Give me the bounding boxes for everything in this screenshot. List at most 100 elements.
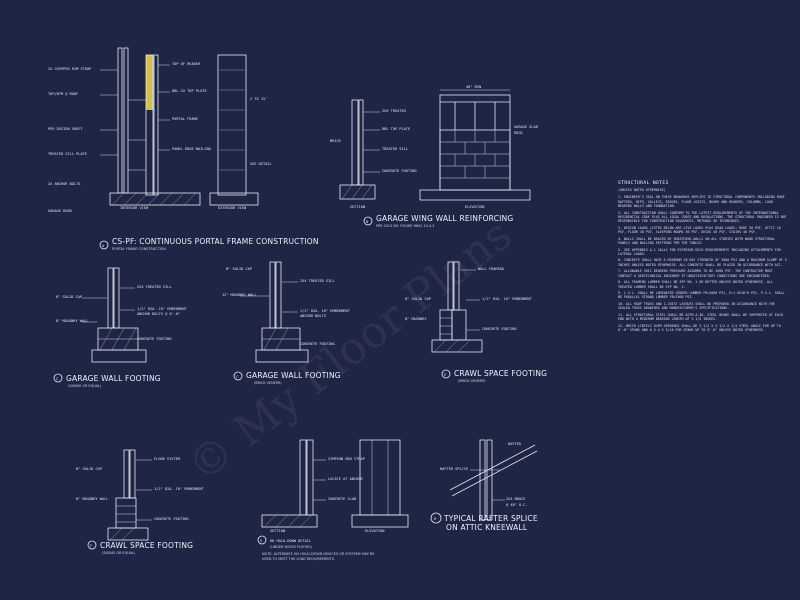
svg-text:CONCRETE FOOTING: CONCRETE FOOTING [300, 342, 335, 346]
svg-text:INTERIOR VIEW: INTERIOR VIEW [120, 206, 149, 210]
note-item: 10. ALL ROOF TRUSS AND I-JOIST LAYOUTS S… [618, 301, 775, 311]
svg-text:SECTION: SECTION [350, 205, 365, 209]
detail-garage-wing-wall: 2X6 TREATED DBL TOP PLATE TREATED SILL C… [330, 85, 538, 228]
svg-text:8" SOLID CAP: 8" SOLID CAP [76, 467, 102, 471]
svg-text:WALL FRAMING: WALL FRAMING [478, 267, 504, 271]
svg-text:TOP OF HEADER: TOP OF HEADER [172, 62, 201, 66]
svg-text:48" MIN: 48" MIN [466, 85, 481, 89]
detail-portal-frame: 2X CHIPPED RIM STRAP TOP/BTM @ ROOF PER … [48, 47, 319, 251]
svg-text:1/2" DIA. 10" EMBEDMENT: 1/2" DIA. 10" EMBEDMENT [300, 309, 351, 313]
svg-text:8" MASONRY: 8" MASONRY [405, 317, 427, 321]
svg-text:2X4 TREATED SILL: 2X4 TREATED SILL [300, 279, 335, 283]
svg-text:EXTERIOR VIEW: EXTERIOR VIEW [218, 206, 247, 210]
svg-text:2X6 TREATED: 2X6 TREATED [382, 109, 406, 113]
title-portal-frame: CS-PF: CONTINUOUS PORTAL FRAME CONSTRUCT… [112, 237, 319, 246]
svg-text:1/2" DIA. 10" EMBEDMENT: 1/2" DIA. 10" EMBEDMENT [482, 297, 533, 301]
watermark-text: © My Floor Plans [178, 209, 521, 493]
svg-text:CONCRETE FOOTING: CONCRETE FOOTING [137, 337, 172, 341]
detail-hold-down: SIMPSON HDU STRAP LOCATE AT ANCHOR CONCR… [257, 439, 409, 561]
note-item: 9. L.V.L. SHALL BE LAMINATED VENEER LUMB… [618, 291, 785, 300]
svg-text:SIMPSON HDU STRAP: SIMPSON HDU STRAP [328, 457, 365, 461]
svg-text:EDGE: EDGE [514, 131, 523, 135]
title-crawl-space-footing-2: CRAWL SPACE FOOTING [100, 541, 193, 550]
svg-text:RAFTER: RAFTER [508, 442, 522, 446]
svg-text:DBL 2X TOP PLATE: DBL 2X TOP PLATE [172, 89, 207, 93]
svg-text:2X4 BRACE: 2X4 BRACE [506, 497, 525, 501]
note-item: 7. ALLOWABLE SOIL BEARING PRESSURE ASSUM… [618, 269, 773, 278]
subtitle-hold-down: (UNDER WOOD FLOORS) [270, 545, 312, 549]
detail-crawl-space-footing-2: FLOOR SYSTEM 1/2" DIA. 10" EMBEDMENT CON… [76, 449, 205, 555]
svg-text:8" MASONRY WALL: 8" MASONRY WALL [56, 319, 88, 323]
detail-rafter-splice: RAFTER RAFTER SPLICE 2X4 BRACE @ 48" O.C… [430, 439, 538, 532]
title-garage-wall-footing-1: GARAGE WALL FOOTING [66, 374, 161, 383]
svg-text:PER DESIGN SHEET: PER DESIGN SHEET [48, 127, 83, 131]
structural-notes: STRUCTURAL NOTES (UNLESS NOTED OTHERWISE… [618, 181, 788, 335]
svg-text:CONCRETE FOOTING: CONCRETE FOOTING [382, 169, 417, 173]
svg-text:E: E [444, 373, 446, 377]
svg-text:ELEVATION: ELEVATION [365, 529, 384, 533]
title-rafter-splice-line1: TYPICAL RAFTER SPLICE [443, 514, 538, 523]
svg-text:G: G [260, 539, 262, 543]
svg-text:8" MASONRY WALL: 8" MASONRY WALL [76, 497, 108, 501]
svg-text:B: B [366, 220, 368, 224]
svg-text:CONCRETE SLAB: CONCRETE SLAB [328, 497, 356, 501]
svg-text:2 TO 15': 2 TO 15' [250, 97, 267, 101]
note-item: 6. CONCRETE SHALL HAVE A MINIMUM 28 DAY … [618, 258, 787, 267]
svg-text:F: F [90, 544, 92, 548]
svg-text:GARAGE SLAB: GARAGE SLAB [514, 125, 538, 129]
title-garage-wall-footing-2: GARAGE WALL FOOTING [246, 371, 341, 380]
svg-text:2X4 TREATED SILL: 2X4 TREATED SILL [137, 285, 172, 289]
title-garage-wing-wall: GARAGE WING WALL REINFORCING [376, 214, 513, 223]
subtitle-portal-frame: PORTAL FRAME CONSTRUCTION [112, 247, 166, 251]
svg-text:BRICK: BRICK [330, 139, 342, 143]
svg-text:A: A [102, 244, 105, 248]
note-item: 5. SEE APPENDIX A-1 CALLS FOR EXTERIOR D… [618, 247, 781, 256]
note-item: 2. ALL CONSTRUCTION SHALL CONFORM TO THE… [618, 210, 787, 224]
title-crawl-space-footing-1: CRAWL SPACE FOOTING [454, 369, 547, 378]
svg-text:LOCATE AT ANCHOR: LOCATE AT ANCHOR [328, 477, 363, 481]
svg-text:@ 48" O.C.: @ 48" O.C. [506, 503, 528, 507]
svg-text:PORTAL FRAME: PORTAL FRAME [172, 117, 198, 121]
svg-text:1/2" DIA. 10" EMBEDMENT: 1/2" DIA. 10" EMBEDMENT [137, 307, 188, 311]
svg-text:SECTION: SECTION [270, 529, 285, 533]
note-item: 12. BRICK LINTELS OVER OPENINGS SHALL BE… [618, 323, 781, 333]
title-hold-down: HD HOLD-DOWN DETAIL [270, 539, 311, 543]
svg-text:USED TO MEET THE LOAD REQUIREM: USED TO MEET THE LOAD REQUIREMENTS. [262, 557, 335, 561]
svg-text:ANCHOR BOLTS: ANCHOR BOLTS [300, 314, 326, 318]
svg-text:8" SOLID CAP: 8" SOLID CAP [226, 267, 252, 271]
svg-text:DBL TOP PLATE: DBL TOP PLATE [382, 127, 410, 131]
svg-text:NOTE: ALTERNATE HD HOLD-DOWN D: NOTE: ALTERNATE HD HOLD-DOWN DEVICES OR … [262, 552, 375, 556]
svg-text:ANCHOR BOLTS @ 6'-0": ANCHOR BOLTS @ 6'-0" [137, 312, 180, 316]
note-item: 4. WALLS SHALL BE BRACED BY SHEATHING WA… [618, 236, 775, 246]
svg-text:CONCRETE FOOTING: CONCRETE FOOTING [154, 517, 189, 521]
note-item: 1. ENGINEER'S SEAL ON THESE DRAWINGS APP… [618, 195, 785, 209]
svg-text:C: C [236, 375, 238, 379]
subtitle-garage-wall-footing-2: (BRICK VENEER) [254, 381, 282, 385]
svg-text:SEE DETAIL: SEE DETAIL [250, 162, 272, 166]
svg-text:CONCRETE FOOTING: CONCRETE FOOTING [482, 327, 517, 331]
svg-text:8" SOLID CAP: 8" SOLID CAP [56, 295, 82, 299]
svg-text:8" SOLID CAP: 8" SOLID CAP [405, 297, 431, 301]
note-item: 3. DESIGN LOADS LISTED BELOW ARE LIVE LO… [618, 225, 781, 235]
svg-text:FLOOR SYSTEM: FLOOR SYSTEM [154, 457, 181, 461]
title-rafter-splice-line2: ON ATTIC KNEEWALL [446, 523, 528, 532]
svg-text:12" MASONRY WALL: 12" MASONRY WALL [222, 293, 257, 297]
watermark: © My Floor Plans [178, 209, 521, 493]
svg-text:ELEVATION: ELEVATION [465, 205, 484, 209]
detail-garage-wall-footing-1: 2X4 TREATED SILL 1/2" DIA. 10" EMBEDMENT… [53, 267, 188, 388]
svg-text:2X CHIPPED RIM STRAP: 2X CHIPPED RIM STRAP [48, 67, 91, 71]
svg-text:GARAGE DOOR: GARAGE DOOR [48, 209, 73, 213]
detail-garage-wall-footing-2: 2X4 TREATED SILL 1/2" DIA. 10" EMBEDMENT… [222, 261, 351, 385]
subtitle-crawl-space-footing-2: (SIDING OR EQUAL) [102, 551, 136, 555]
svg-text:RAFTER SPLICE: RAFTER SPLICE [440, 467, 468, 471]
svg-text:TOP/BTM @ ROOF: TOP/BTM @ ROOF [48, 92, 78, 96]
svg-text:TREATED SILL: TREATED SILL [382, 147, 408, 151]
note-item: 11. ALL STRUCTURAL STEEL SHALL BE ASTM A… [618, 312, 783, 322]
svg-text:PANEL EDGE NAILING: PANEL EDGE NAILING [172, 147, 211, 151]
subtitle-garage-wall-footing-1: (SIDING OR EQUAL) [68, 384, 102, 388]
detail-crawl-space-footing-1: WALL FRAMING 1/2" DIA. 10" EMBEDMENT CON… [405, 261, 547, 383]
subtitle-crawl-space-footing-1: (BRICK VENEER) [458, 379, 486, 383]
svg-text:H: H [434, 517, 436, 521]
